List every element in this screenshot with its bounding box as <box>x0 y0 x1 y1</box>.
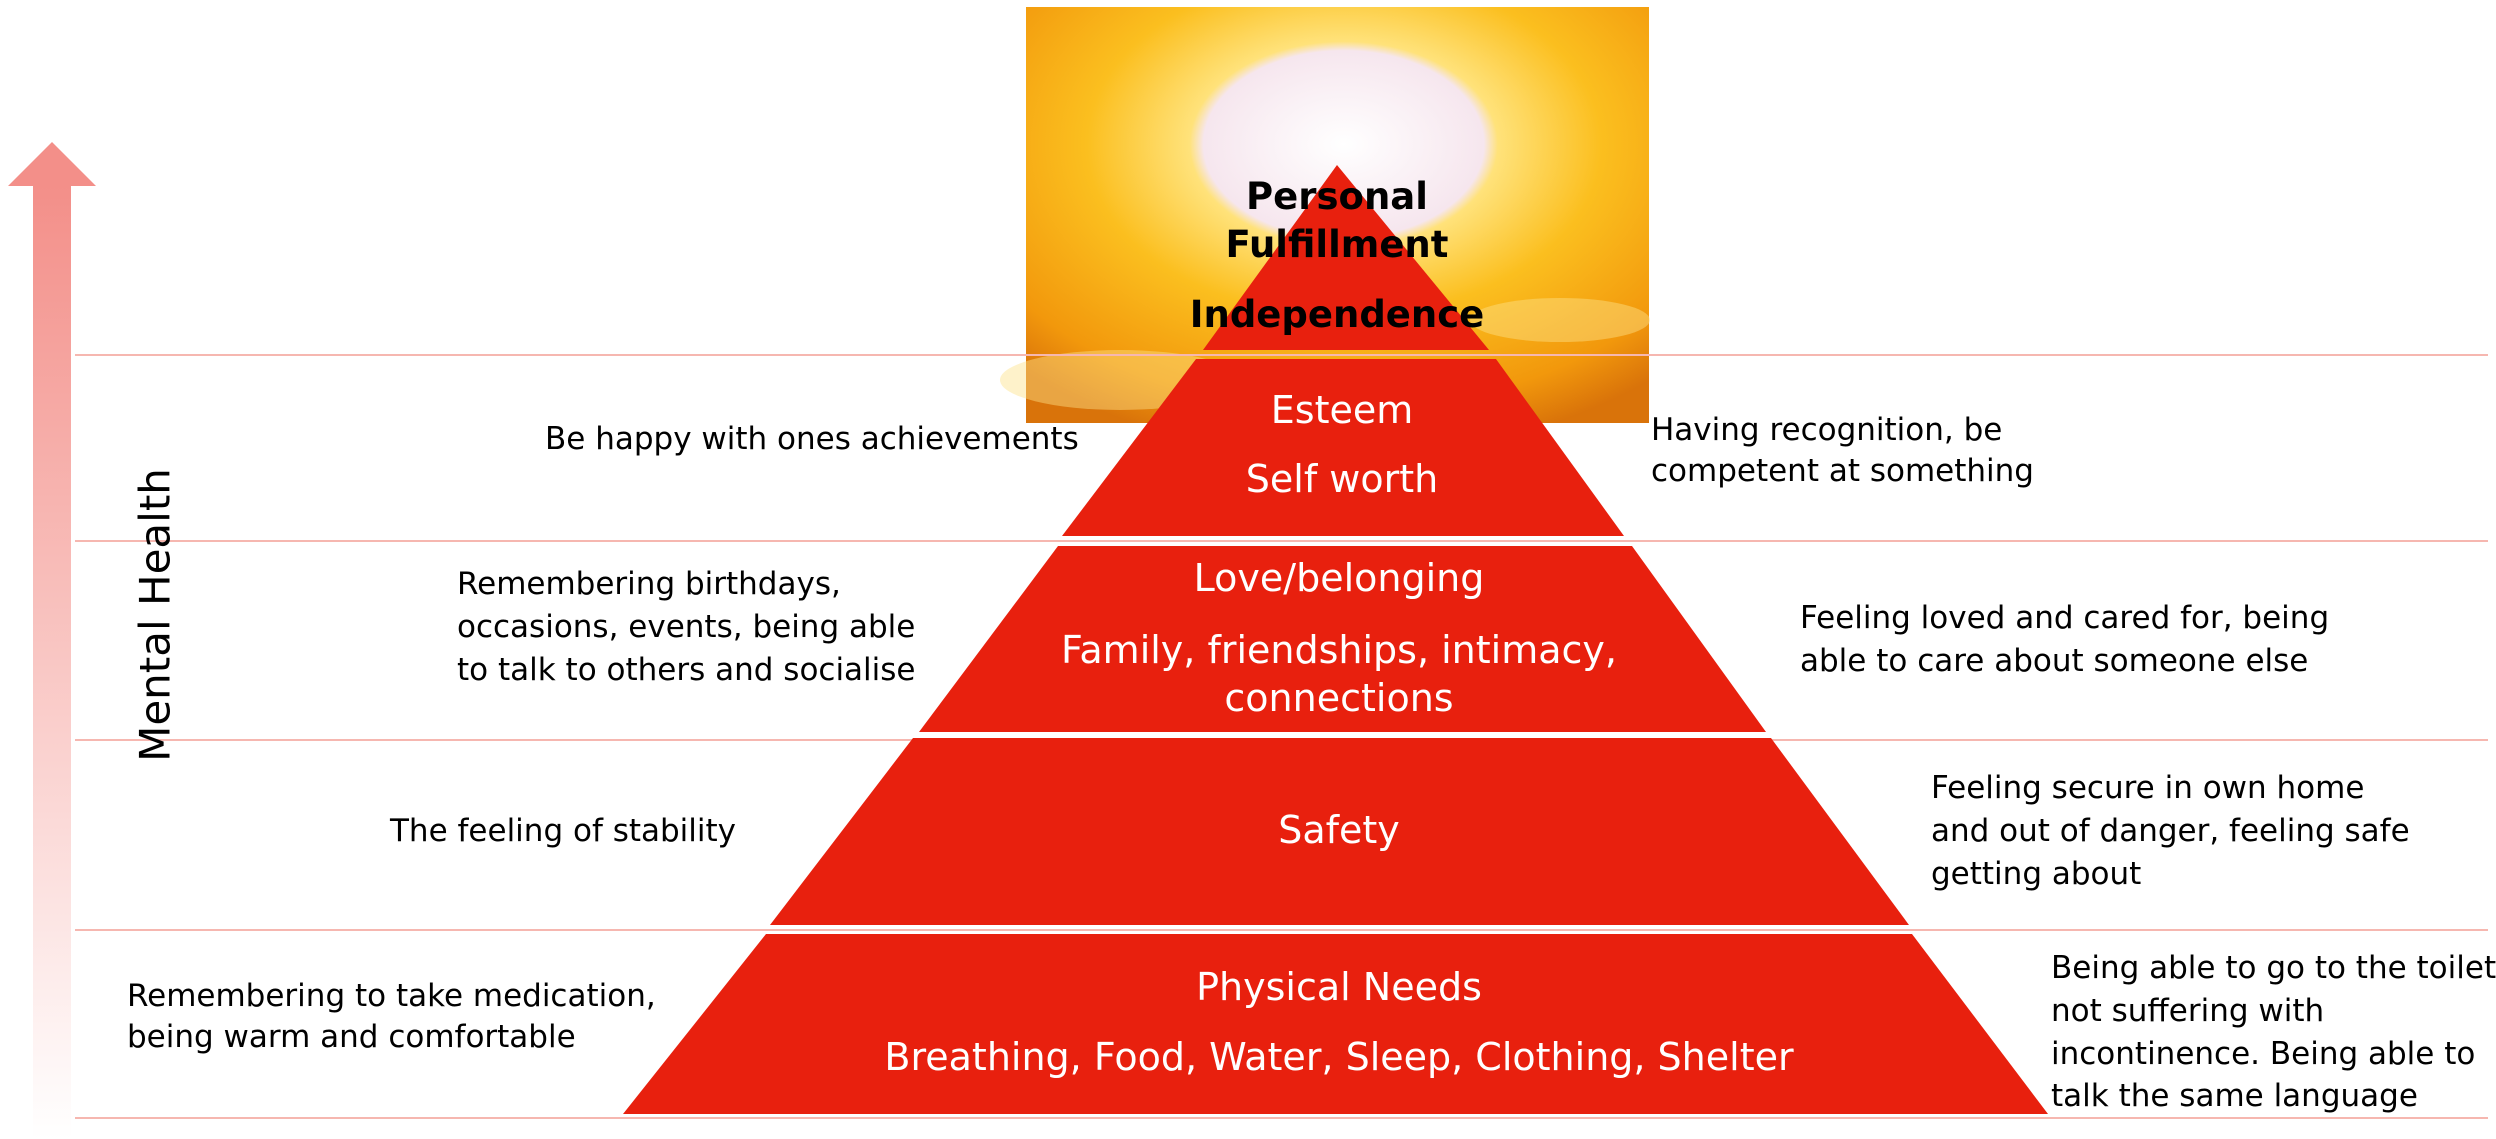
pyramid-level-esteem <box>1062 359 1624 536</box>
top-title-fulfillment: Fulfillment <box>1225 223 1449 266</box>
pyramid-level-safety <box>770 738 1909 925</box>
esteem-left-note: Be happy with ones achievements <box>545 421 1079 457</box>
safety-right-note-line1: Feeling secure in own home <box>1931 770 2365 806</box>
arrow-up-icon <box>8 142 96 1139</box>
love-subtitle-line1: Family, friendships, intimacy, <box>1061 628 1617 672</box>
top-title-personal: Personal <box>1246 175 1428 218</box>
love-right-note-line2: able to care about someone else <box>1800 643 2309 679</box>
physical-right-note-line1: Being able to go to the toilet, <box>2051 950 2496 986</box>
physical-title: Physical Needs <box>1196 965 1482 1009</box>
love-left-note-line1: Remembering birthdays, <box>457 566 841 602</box>
esteem-right-note-line1: Having recognition, be <box>1651 412 2003 448</box>
safety-title: Safety <box>1278 808 1400 852</box>
top-title-independence: Independence <box>1189 293 1485 336</box>
physical-subtitle: Breathing, Food, Water, Sleep, Clothing,… <box>884 1035 1794 1079</box>
safety-right-note-line2: and out of danger, feeling safe <box>1931 813 2410 849</box>
pyramid-level-love <box>919 546 1766 732</box>
love-title: Love/belonging <box>1193 556 1485 600</box>
safety-right-note-line3: getting about <box>1931 856 2142 892</box>
love-right-note-line1: Feeling loved and cared for, being <box>1800 600 2330 636</box>
esteem-subtitle: Self worth <box>1245 457 1439 501</box>
pyramid-level-physical <box>623 934 2048 1114</box>
pyramid-level-top <box>1203 165 1489 350</box>
esteem-right-note-line2: competent at something <box>1651 453 2034 489</box>
physical-right-note-line2: not suffering with <box>2051 993 2325 1029</box>
love-left-note-line2: occasions, events, being able <box>457 609 916 645</box>
physical-left-note-line2: being warm and comfortable <box>127 1019 576 1055</box>
physical-right-note-line4: talk the same language <box>2051 1078 2418 1114</box>
love-left-note-line3: to talk to others and socialise <box>457 652 916 688</box>
esteem-title: Esteem <box>1270 388 1414 432</box>
love-subtitle-line2: connections <box>1224 676 1454 720</box>
physical-left-note-line1: Remembering to take medication, <box>127 978 656 1014</box>
mental-health-label: Mental Health <box>130 468 180 762</box>
pyramid <box>623 165 2048 1114</box>
safety-left-note: The feeling of stability <box>390 813 737 849</box>
physical-right-note-line3: incontinence. Being able to <box>2051 1036 2476 1072</box>
